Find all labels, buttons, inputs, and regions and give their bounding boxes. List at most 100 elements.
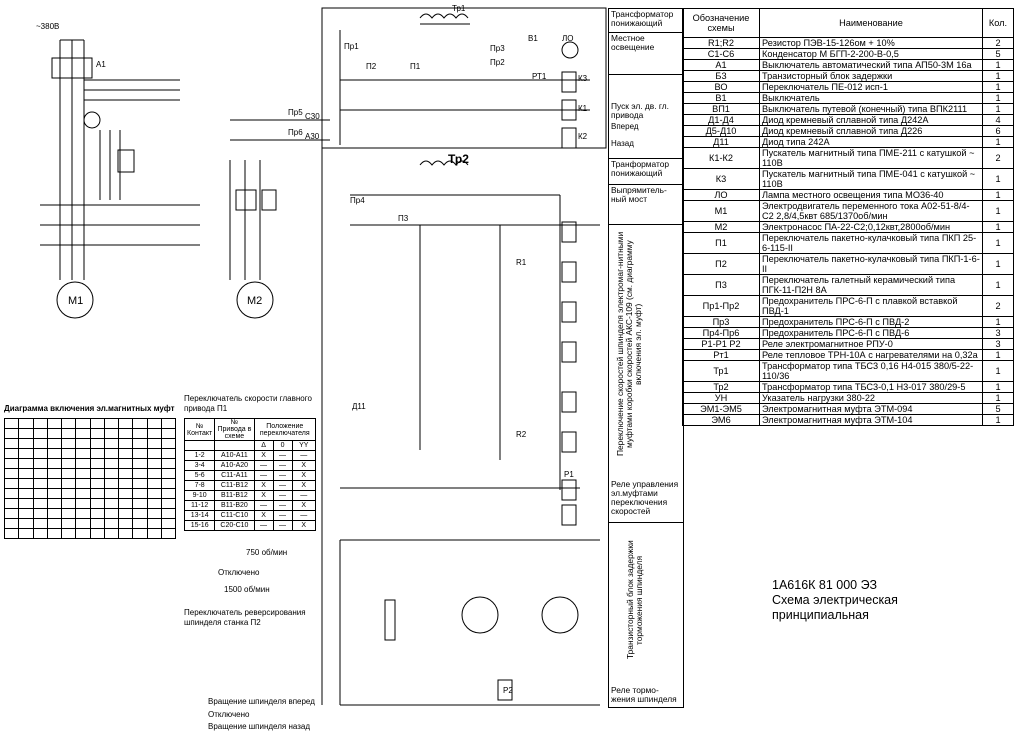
clutch-cell bbox=[89, 518, 105, 529]
legend-back: Назад bbox=[611, 139, 634, 148]
clutch-cell bbox=[89, 438, 105, 449]
p1-cell: Х bbox=[291, 470, 317, 481]
r2-label: R2 bbox=[516, 430, 527, 439]
name-cell: Диод кремневый сплавной типа Д226 bbox=[759, 125, 983, 137]
clutch-cell bbox=[160, 448, 177, 459]
clutch-cell bbox=[103, 438, 120, 449]
clutch-cell bbox=[103, 418, 120, 429]
clutch-diagram-table bbox=[3, 418, 177, 539]
p1rel-label: Р1 bbox=[564, 470, 574, 479]
title-line2: принципиальная bbox=[772, 608, 869, 622]
clutch-cell bbox=[60, 528, 77, 539]
clutch-cell bbox=[132, 488, 148, 499]
clutch-cell bbox=[18, 468, 34, 479]
clutch-cell bbox=[18, 448, 34, 459]
qty-cell: 2 bbox=[982, 295, 1014, 317]
clutch-cell bbox=[132, 418, 148, 429]
clutch-cell bbox=[32, 458, 48, 469]
clutch-cell bbox=[32, 428, 48, 439]
clutch-cell bbox=[18, 428, 34, 439]
qty-cell: 1 bbox=[982, 392, 1014, 404]
clutch-cell bbox=[75, 498, 91, 509]
clutch-cell bbox=[46, 468, 63, 479]
clutch-cell bbox=[3, 418, 20, 429]
col-designation: Обозначение схемы bbox=[682, 8, 760, 38]
p2-reverse-title: Переключатель реверсирования шпинделя ст… bbox=[184, 608, 306, 627]
qty-cell: 1 bbox=[982, 70, 1014, 82]
clutch-row bbox=[3, 508, 177, 519]
p1-cell: 1-2 bbox=[183, 450, 216, 461]
clutch-cell bbox=[146, 528, 162, 539]
clutch-diagram-title: Диаграмма включения эл.магнитных муфт bbox=[4, 404, 175, 413]
name-cell: Переключатель пакетно-кулачковый типа ПК… bbox=[759, 232, 983, 254]
tr2-label: Тр2 bbox=[448, 152, 469, 166]
clutch-cell bbox=[3, 448, 20, 459]
clutch-row bbox=[3, 458, 177, 469]
clutch-cell bbox=[160, 478, 177, 489]
p1-pos-yy: YY bbox=[291, 440, 317, 451]
qty-cell: 1 bbox=[982, 221, 1014, 233]
clutch-cell bbox=[89, 488, 105, 499]
designation-cell: ЛО bbox=[682, 189, 760, 201]
name-cell: Конденсатор М БГП-2-200-В-0,5 bbox=[759, 48, 983, 60]
designation-cell: УН bbox=[682, 392, 760, 404]
qty-cell: 1 bbox=[982, 168, 1014, 190]
p1-cell: В11-В20 bbox=[214, 500, 255, 511]
qty-cell: 4 bbox=[982, 114, 1014, 126]
b1-label: В1 bbox=[528, 34, 538, 43]
qty-cell: 1 bbox=[982, 200, 1014, 222]
clutch-cell bbox=[46, 448, 63, 459]
designation-cell: ЭМ1-ЭМ5 bbox=[682, 403, 760, 415]
clutch-cell bbox=[32, 468, 48, 479]
p1-cell: Х bbox=[291, 460, 317, 471]
p1-cell: 9-10 bbox=[183, 490, 216, 501]
supply-label: ~380В bbox=[36, 22, 60, 31]
clutch-cell bbox=[146, 488, 162, 499]
designation-cell: C1-C6 bbox=[682, 48, 760, 60]
name-cell: Пускатель магнитный типа ПМЕ-041 с катуш… bbox=[759, 168, 983, 190]
clutch-cell bbox=[60, 428, 77, 439]
p1-cell: — bbox=[253, 460, 274, 471]
clutch-cell bbox=[18, 518, 34, 529]
clutch-cell bbox=[60, 438, 77, 449]
designation-cell: Б3 bbox=[682, 70, 760, 82]
clutch-cell bbox=[18, 488, 34, 499]
k1-label: К1 bbox=[578, 104, 588, 113]
designation-cell: К1-К2 bbox=[682, 147, 760, 169]
qty-cell: 2 bbox=[982, 37, 1014, 49]
designation-cell: М2 bbox=[682, 221, 760, 233]
a30-label: А30 bbox=[305, 132, 320, 141]
name-cell: Выключатель путевой (конечный) типа ВПК2… bbox=[759, 103, 983, 115]
p1-cell: С11-А11 bbox=[214, 470, 255, 481]
designation-cell: Пр1-Пр2 bbox=[682, 295, 760, 317]
clutch-cell bbox=[160, 458, 177, 469]
clutch-cell bbox=[46, 518, 63, 529]
clutch-cell bbox=[132, 528, 148, 539]
clutch-cell bbox=[132, 518, 148, 529]
clutch-cell bbox=[117, 458, 134, 469]
name-cell: Трансформатор типа ТБС3-0,1 Н3-017 380/2… bbox=[759, 381, 983, 393]
qty-cell: 3 bbox=[982, 338, 1014, 350]
col-name: Наименование bbox=[759, 8, 983, 38]
clutch-cell bbox=[46, 508, 63, 519]
p1-col-pos: Положение переключателя bbox=[253, 418, 317, 441]
qty-cell: 1 bbox=[982, 189, 1014, 201]
clutch-cell bbox=[89, 458, 105, 469]
clutch-cell bbox=[89, 498, 105, 509]
designation-cell: Д5-Д10 bbox=[682, 125, 760, 137]
clutch-cell bbox=[132, 478, 148, 489]
clutch-cell bbox=[103, 498, 120, 509]
clutch-cell bbox=[132, 428, 148, 439]
designation-cell: ВП1 bbox=[682, 103, 760, 115]
clutch-cell bbox=[146, 498, 162, 509]
clutch-cell bbox=[3, 428, 20, 439]
